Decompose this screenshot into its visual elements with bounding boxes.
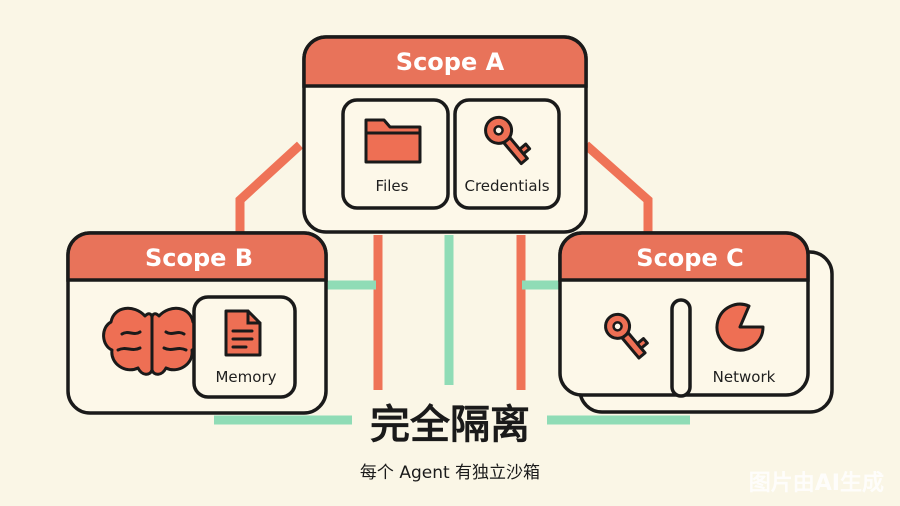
scope-a-box: Scope A Files Credentials: [302, 35, 588, 234]
connector-a-b: [235, 141, 304, 236]
isolation-title: 完全隔离: [370, 402, 530, 448]
connectors: [214, 141, 690, 425]
ai-generated-watermark: 图片由AI生成: [749, 471, 884, 496]
connector-a-c: [583, 141, 653, 236]
network-icon: [715, 302, 765, 352]
credentials-label: Credentials: [464, 177, 549, 195]
scope-c-box: Scope C Network: [558, 231, 834, 414]
scope-c-divider: [670, 298, 692, 398]
key-icon: [484, 115, 532, 166]
files-label: Files: [376, 177, 409, 195]
key-icon: [604, 312, 649, 360]
scope-a-title: Scope A: [396, 48, 505, 76]
document-icon: [224, 309, 262, 357]
brain-icon: [102, 306, 202, 376]
isolation-subtitle: 每个 Agent 有独立沙箱: [360, 463, 540, 483]
credentials-card: [453, 98, 561, 210]
network-label: Network: [713, 368, 776, 386]
memory-label: Memory: [215, 368, 276, 386]
scope-b-box: Scope B Memory: [66, 231, 328, 415]
scope-c-title: Scope C: [636, 244, 743, 272]
scope-b-title: Scope B: [145, 244, 253, 272]
folder-icon: [364, 118, 422, 164]
